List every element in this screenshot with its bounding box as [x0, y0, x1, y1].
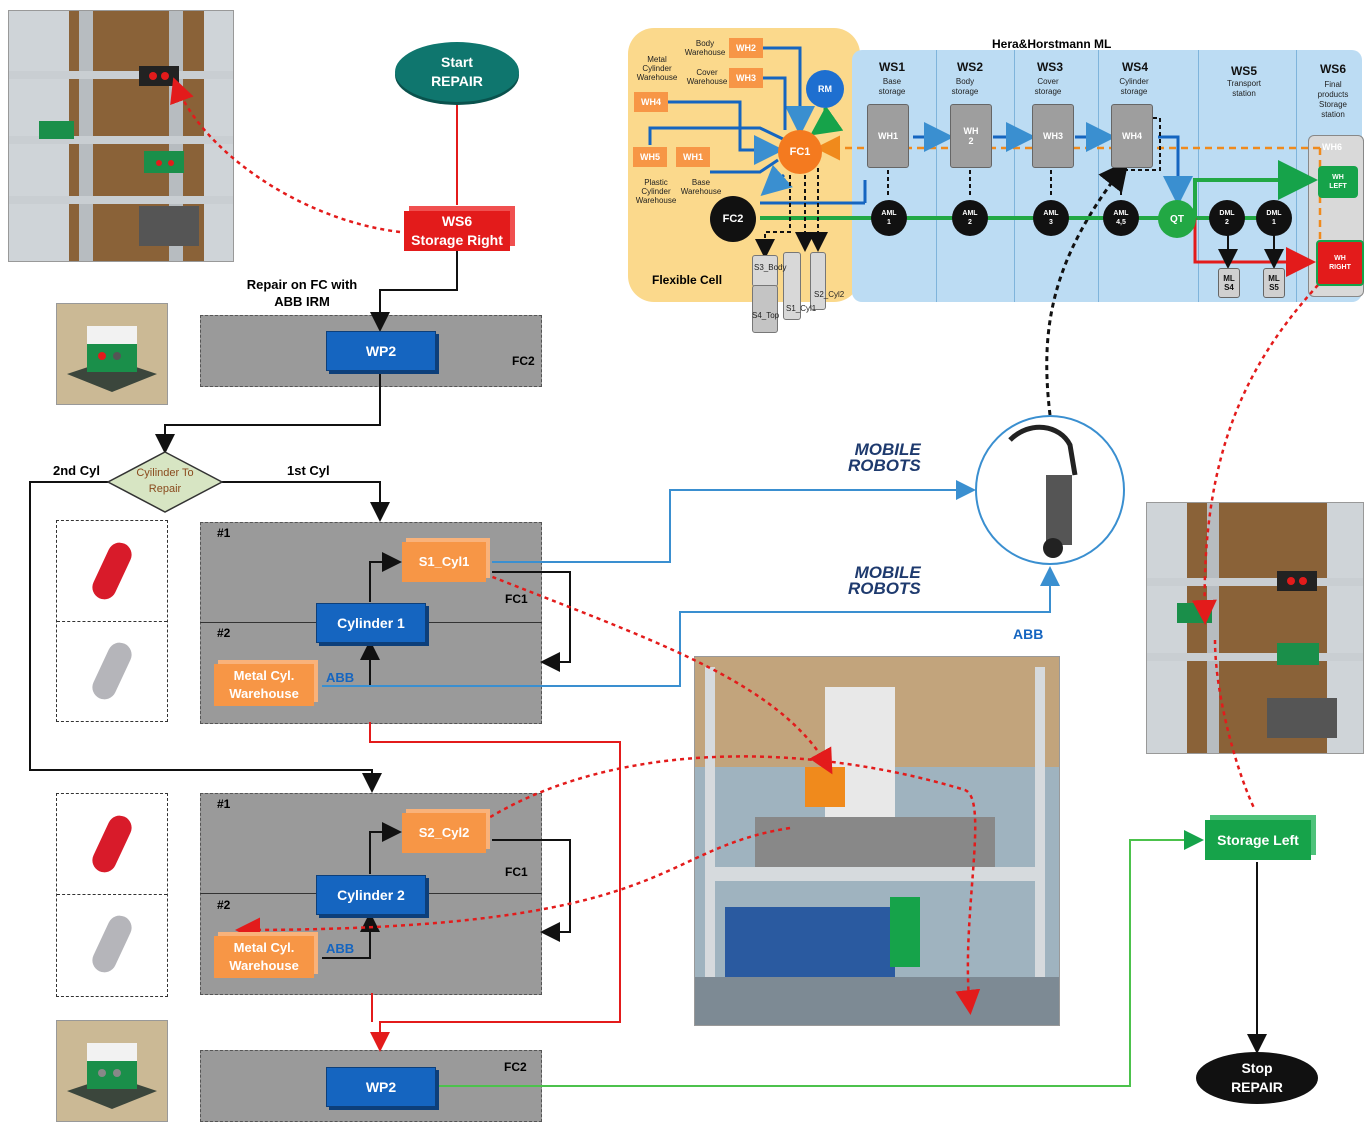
- group1-step2: #2: [217, 626, 231, 640]
- ws4-title: WS4: [1121, 60, 1148, 74]
- aml3-node: AML 3: [1033, 200, 1069, 236]
- ml-s4-box: ML S4: [1218, 268, 1240, 298]
- decision-label: Cyilinder To Repair: [136, 467, 194, 495]
- ws1-wh-box: WH1: [867, 104, 909, 168]
- ws2-wh-box: WH 2: [950, 104, 992, 168]
- slot-s4-top-label: S4_Top: [752, 311, 780, 320]
- slot-s2-cyl2-label: S2_Cyl2: [814, 290, 845, 299]
- slot-s3-body: [752, 255, 778, 287]
- flexible-cell-label: Flexible Cell: [652, 273, 723, 287]
- slot-s1-cyl1: [783, 252, 801, 320]
- ws5-title: WS5: [1230, 64, 1257, 78]
- fc2-node: FC2: [710, 196, 756, 242]
- base-warehouse-label: Base Warehouse: [680, 178, 722, 196]
- workpiece-photo-top: [56, 303, 168, 405]
- wp2-bottom: WP2: [326, 1067, 436, 1107]
- qt-node: QT: [1158, 200, 1196, 238]
- start-repair: Start REPAIR: [395, 42, 519, 102]
- repair-note: Repair on FC with ABB IRM: [246, 277, 358, 309]
- wh1-box: WH1: [676, 147, 710, 167]
- fc1-node: FC1: [778, 130, 822, 174]
- ws6-title: WS6: [1319, 62, 1346, 76]
- s2-cyl2-slot: S2_Cyl2: [402, 813, 486, 853]
- layout-title: Hera&Horstmann ML: [992, 37, 1112, 51]
- cylinder-1: Cylinder 1: [316, 603, 426, 643]
- s1-cyl1-slot: S1_Cyl1: [402, 542, 486, 582]
- slot-s2-cyl2: [810, 252, 826, 310]
- wp2-top: WP2: [326, 331, 436, 371]
- aml1-node: AML 1: [871, 200, 907, 236]
- stop-repair: Stop REPAIR: [1196, 1052, 1318, 1104]
- metal-cyl-warehouse-1: Metal Cyl. Warehouse: [214, 664, 314, 706]
- dml1-node: DML 1: [1256, 200, 1292, 236]
- aml45-node: AML 4,5: [1103, 200, 1139, 236]
- aml2-node: AML 2: [952, 200, 988, 236]
- ws6-storage-right: WS6 Storage Right: [404, 211, 510, 251]
- dml2-node: DML 2: [1209, 200, 1245, 236]
- group2-fc1: FC1: [505, 865, 528, 879]
- fc2-top-label: FC2: [512, 354, 535, 368]
- wh4-box: WH4: [634, 92, 668, 112]
- group1-fc1: FC1: [505, 592, 528, 606]
- ws3-title: WS3: [1036, 60, 1063, 74]
- cylinder-2: Cylinder 2: [316, 875, 426, 915]
- ws1-title: WS1: [878, 60, 905, 74]
- mobile-robots-logo-1: MOBILE ROBOTS: [848, 440, 921, 475]
- storage-left: Storage Left: [1205, 820, 1311, 860]
- wh6-label: WH6: [1322, 142, 1342, 152]
- metal-cyl-warehouse-label: Metal Cylinder Warehouse: [636, 55, 678, 82]
- ws3-wh-box: WH3: [1032, 104, 1074, 168]
- ws4-desc: Cylinder storage: [1119, 77, 1149, 96]
- ws2-desc: Body storage: [951, 77, 979, 96]
- group1-abb: ABB: [326, 670, 355, 685]
- ws1-desc: Base storage: [878, 77, 906, 96]
- cylinder-image-box-1: [56, 520, 168, 722]
- slot-s4-top: [752, 285, 778, 333]
- ws2-title: WS2: [956, 60, 983, 74]
- wh5-box: WH5: [633, 147, 667, 167]
- fc2-bottom-label: FC2: [504, 1060, 527, 1074]
- ml-s5-box: ML S5: [1263, 268, 1285, 298]
- storage-rack-photo-right: [1146, 502, 1364, 754]
- workpiece-photo-bottom: [56, 1020, 168, 1122]
- group2-step2: #2: [217, 898, 231, 912]
- group1-step1: #1: [217, 526, 231, 540]
- ws4-wh-box: WH4: [1111, 104, 1153, 168]
- group2-step1: #1: [217, 797, 231, 811]
- second-cyl-label: 2nd Cyl: [53, 463, 100, 478]
- storage-rack-photo-top: [8, 10, 234, 262]
- ws6-desc: Final products Storage station: [1317, 80, 1349, 119]
- body-warehouse-label: Body Warehouse: [684, 39, 726, 57]
- metal-cyl-warehouse-2: Metal Cyl. Warehouse: [214, 936, 314, 978]
- wh2-box: WH2: [729, 38, 763, 58]
- wh-right-box: WH RIGHT: [1316, 240, 1364, 286]
- abb-label: ABB: [1013, 626, 1044, 642]
- group2-abb: ABB: [326, 941, 355, 956]
- slot-s1-cyl1-label: S1_Cyl1: [786, 304, 817, 313]
- rm-node: RM: [806, 70, 844, 108]
- slot-s3-body-label: S3_Body: [754, 263, 787, 272]
- mobile-robots-logo-2: MOBILE ROBOTS: [848, 563, 921, 598]
- plastic-cyl-warehouse-label: Plastic Cylinder Warehouse: [635, 178, 677, 205]
- ws5-desc: Transport station: [1227, 79, 1261, 98]
- first-cyl-label: 1st Cyl: [287, 463, 330, 478]
- cover-warehouse-label: Cover Warehouse: [686, 68, 728, 86]
- cylinder-image-box-2: [56, 793, 168, 997]
- wh3-box: WH3: [729, 68, 763, 88]
- abb-cell-photo: [694, 656, 1060, 1026]
- wh-left-box: WH LEFT: [1318, 166, 1358, 198]
- ws3-desc: Cover storage: [1034, 77, 1062, 96]
